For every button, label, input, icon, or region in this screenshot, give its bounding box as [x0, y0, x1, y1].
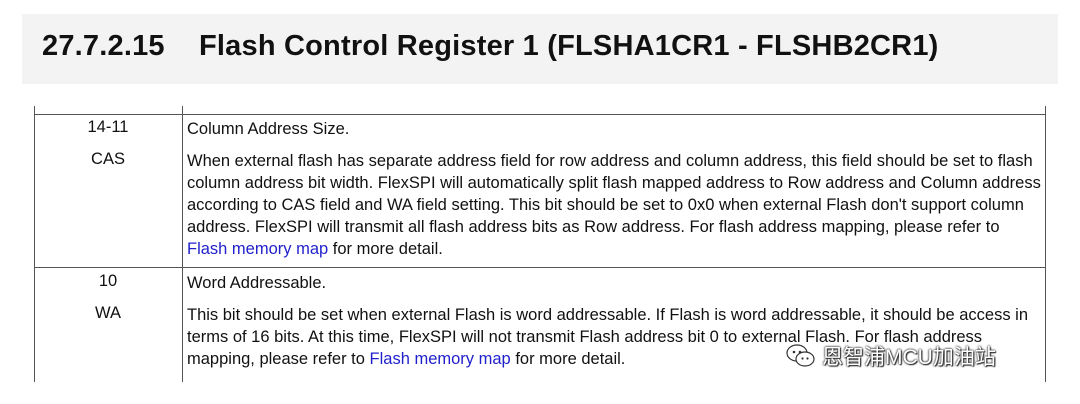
section-title: 27.7.2.15 Flash Control Register 1 (FLSHA…: [42, 30, 939, 63]
watermark: 恩智浦MCU加油站: [786, 341, 996, 371]
field-summary: Word Addressable.: [187, 274, 327, 292]
detail-text: This bit should be set when external Fla…: [187, 306, 1029, 368]
detail-text: When external flash has separate address…: [187, 152, 1041, 236]
field-detail: When external flash has separate address…: [187, 150, 1043, 260]
field-detail: This bit should be set when external Fla…: [187, 304, 1043, 370]
title-band: [22, 14, 1058, 84]
field-bits: 14-11: [87, 118, 129, 136]
table-row: 10 WA Word Addressable. This bit should …: [34, 272, 1046, 382]
table-right-border: [1045, 106, 1046, 382]
field-name: CAS: [91, 150, 125, 168]
field-bits: 10: [98, 272, 118, 290]
field-name: WA: [95, 304, 121, 322]
watermark-text: 恩智浦MCU加油站: [822, 346, 996, 369]
section-number: 27.7.2.15: [42, 30, 165, 62]
table-left-border: [34, 106, 35, 382]
flash-memory-map-link[interactable]: Flash memory map: [187, 240, 329, 258]
wechat-icon: [786, 344, 815, 367]
detail-text-end: for more detail.: [328, 240, 443, 258]
table-row: 14-11 CAS Column Address Size. When exte…: [34, 118, 1046, 266]
field-summary: Column Address Size.: [187, 120, 350, 138]
field-description: Column Address Size. When external flash…: [187, 118, 1043, 260]
register-field-table: 14-11 CAS Column Address Size. When exte…: [34, 106, 1046, 382]
detail-text-end: for more detail.: [510, 350, 626, 368]
table-row-separator: [34, 267, 1046, 268]
field-description: Word Addressable. This bit should be set…: [187, 272, 1043, 370]
section-heading: Flash Control Register 1 (FLSHA1CR1 - FL…: [199, 30, 939, 62]
table-top-rule: [34, 114, 1046, 115]
flash-memory-map-link[interactable]: Flash memory map: [369, 350, 511, 368]
table-column-divider: [182, 106, 183, 382]
